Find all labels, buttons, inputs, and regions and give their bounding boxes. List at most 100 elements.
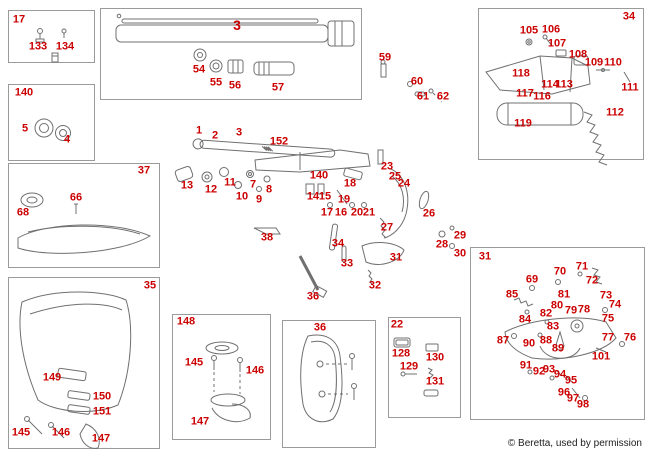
group-box-34 bbox=[478, 8, 644, 160]
spacer-kit-drawing bbox=[206, 342, 250, 422]
group-box-140 bbox=[8, 84, 95, 161]
part-label-72: 72 bbox=[585, 274, 599, 287]
part-label-106: 106 bbox=[541, 23, 561, 36]
part-label-26: 26 bbox=[422, 207, 436, 220]
part-label-10: 10 bbox=[235, 190, 249, 203]
part-label-33: 33 bbox=[340, 257, 354, 270]
part-label-92: 92 bbox=[532, 365, 546, 378]
sight-parts-drawing bbox=[36, 29, 66, 63]
stock-drawing bbox=[20, 292, 131, 448]
part-label-91: 91 bbox=[519, 359, 533, 372]
part-label-19: 19 bbox=[337, 193, 351, 206]
recoil-pad-drawing bbox=[301, 335, 357, 422]
part-label-29: 29 bbox=[453, 229, 467, 242]
group-box-148 bbox=[172, 314, 271, 440]
link-parts-drawing bbox=[394, 338, 438, 396]
part-label-149: 149 bbox=[42, 371, 62, 384]
copyright-text: © Beretta, used by permission bbox=[507, 438, 642, 449]
part-label-129: 129 bbox=[399, 360, 419, 373]
bolt-assembly-drawing bbox=[255, 150, 370, 208]
barrel-drawing bbox=[116, 14, 354, 75]
part-label-22: 22 bbox=[390, 318, 404, 331]
part-label-27: 27 bbox=[380, 221, 394, 234]
part-label-12: 12 bbox=[204, 183, 218, 196]
part-label-93: 93 bbox=[542, 363, 556, 376]
group-box-36 bbox=[282, 320, 376, 448]
part-label-96: 96 bbox=[557, 386, 571, 399]
part-label-131: 131 bbox=[425, 375, 445, 388]
group-box-3 bbox=[100, 8, 362, 100]
part-label-74: 74 bbox=[608, 298, 622, 311]
magazine-tube-drawing bbox=[193, 139, 335, 159]
part-label-80: 80 bbox=[550, 299, 564, 312]
part-label-21: 21 bbox=[362, 206, 376, 219]
part-label-15: 15 bbox=[318, 190, 332, 203]
part-label-62: 62 bbox=[436, 90, 450, 103]
part-label-128: 128 bbox=[391, 347, 411, 360]
part-label-16: 16 bbox=[334, 206, 348, 219]
part-label-70: 70 bbox=[553, 265, 567, 278]
part-label-23: 23 bbox=[380, 160, 394, 173]
part-label-78: 78 bbox=[577, 303, 591, 316]
part-label-113: 113 bbox=[555, 78, 573, 91]
part-label-34: 34 bbox=[622, 10, 636, 23]
bolt-carrier-drawing bbox=[378, 150, 455, 249]
part-label-130: 130 bbox=[425, 351, 445, 364]
part-label-55: 55 bbox=[209, 76, 223, 89]
part-label-118: 118 bbox=[512, 67, 530, 80]
part-label-71: 71 bbox=[575, 260, 589, 273]
part-label-81: 81 bbox=[557, 288, 571, 301]
part-label-36: 36 bbox=[306, 290, 320, 303]
part-label-147: 147 bbox=[91, 432, 111, 445]
part-label-116: 116 bbox=[533, 90, 551, 103]
part-label-110: 110 bbox=[604, 56, 622, 69]
part-label-17: 17 bbox=[12, 13, 26, 26]
group-box-37 bbox=[8, 163, 160, 268]
part-label-133: 133 bbox=[28, 40, 48, 53]
group-box-22 bbox=[388, 317, 461, 418]
part-label-95: 95 bbox=[564, 374, 578, 387]
part-label-8: 8 bbox=[265, 183, 273, 196]
part-label-5: 5 bbox=[21, 122, 29, 135]
part-label-31: 31 bbox=[389, 251, 403, 264]
part-label-20: 20 bbox=[350, 206, 364, 219]
part-label-107: 107 bbox=[547, 37, 567, 50]
part-label-7: 7 bbox=[249, 178, 257, 191]
piston-parts-drawing bbox=[174, 166, 270, 192]
part-label-109: 109 bbox=[584, 56, 604, 69]
part-label-66: 66 bbox=[69, 191, 83, 204]
part-label-3: 3 bbox=[233, 17, 241, 33]
part-label-119: 119 bbox=[514, 117, 532, 130]
part-label-77: 77 bbox=[601, 331, 615, 344]
part-label-36: 36 bbox=[313, 321, 327, 334]
part-label-4: 4 bbox=[63, 133, 71, 146]
part-label-79: 79 bbox=[564, 304, 578, 317]
part-label-24: 24 bbox=[397, 177, 411, 190]
part-label-56: 56 bbox=[228, 79, 242, 92]
part-label-85: 85 bbox=[505, 288, 519, 301]
part-label-69: 69 bbox=[525, 273, 539, 286]
part-label-76: 76 bbox=[623, 331, 637, 344]
part-label-97: 97 bbox=[566, 392, 580, 405]
part-label-105: 105 bbox=[519, 24, 539, 37]
forend-drawing bbox=[18, 193, 150, 253]
part-label-38: 38 bbox=[260, 231, 274, 244]
part-label-37: 37 bbox=[137, 164, 151, 177]
part-label-61: 61 bbox=[416, 90, 430, 103]
receiver-parts-drawing bbox=[486, 35, 630, 165]
part-label-14: 14 bbox=[306, 190, 320, 203]
shim-rings-drawing bbox=[35, 119, 71, 141]
part-label-60: 60 bbox=[410, 75, 424, 88]
part-label-152: 152 bbox=[269, 135, 289, 148]
part-label-151: 151 bbox=[92, 405, 112, 418]
part-label-82: 82 bbox=[539, 307, 553, 320]
part-label-83: 83 bbox=[546, 320, 560, 333]
part-label-140: 140 bbox=[309, 169, 329, 182]
part-label-35: 35 bbox=[143, 279, 157, 292]
part-label-88: 88 bbox=[539, 334, 553, 347]
part-label-18: 18 bbox=[343, 177, 357, 190]
